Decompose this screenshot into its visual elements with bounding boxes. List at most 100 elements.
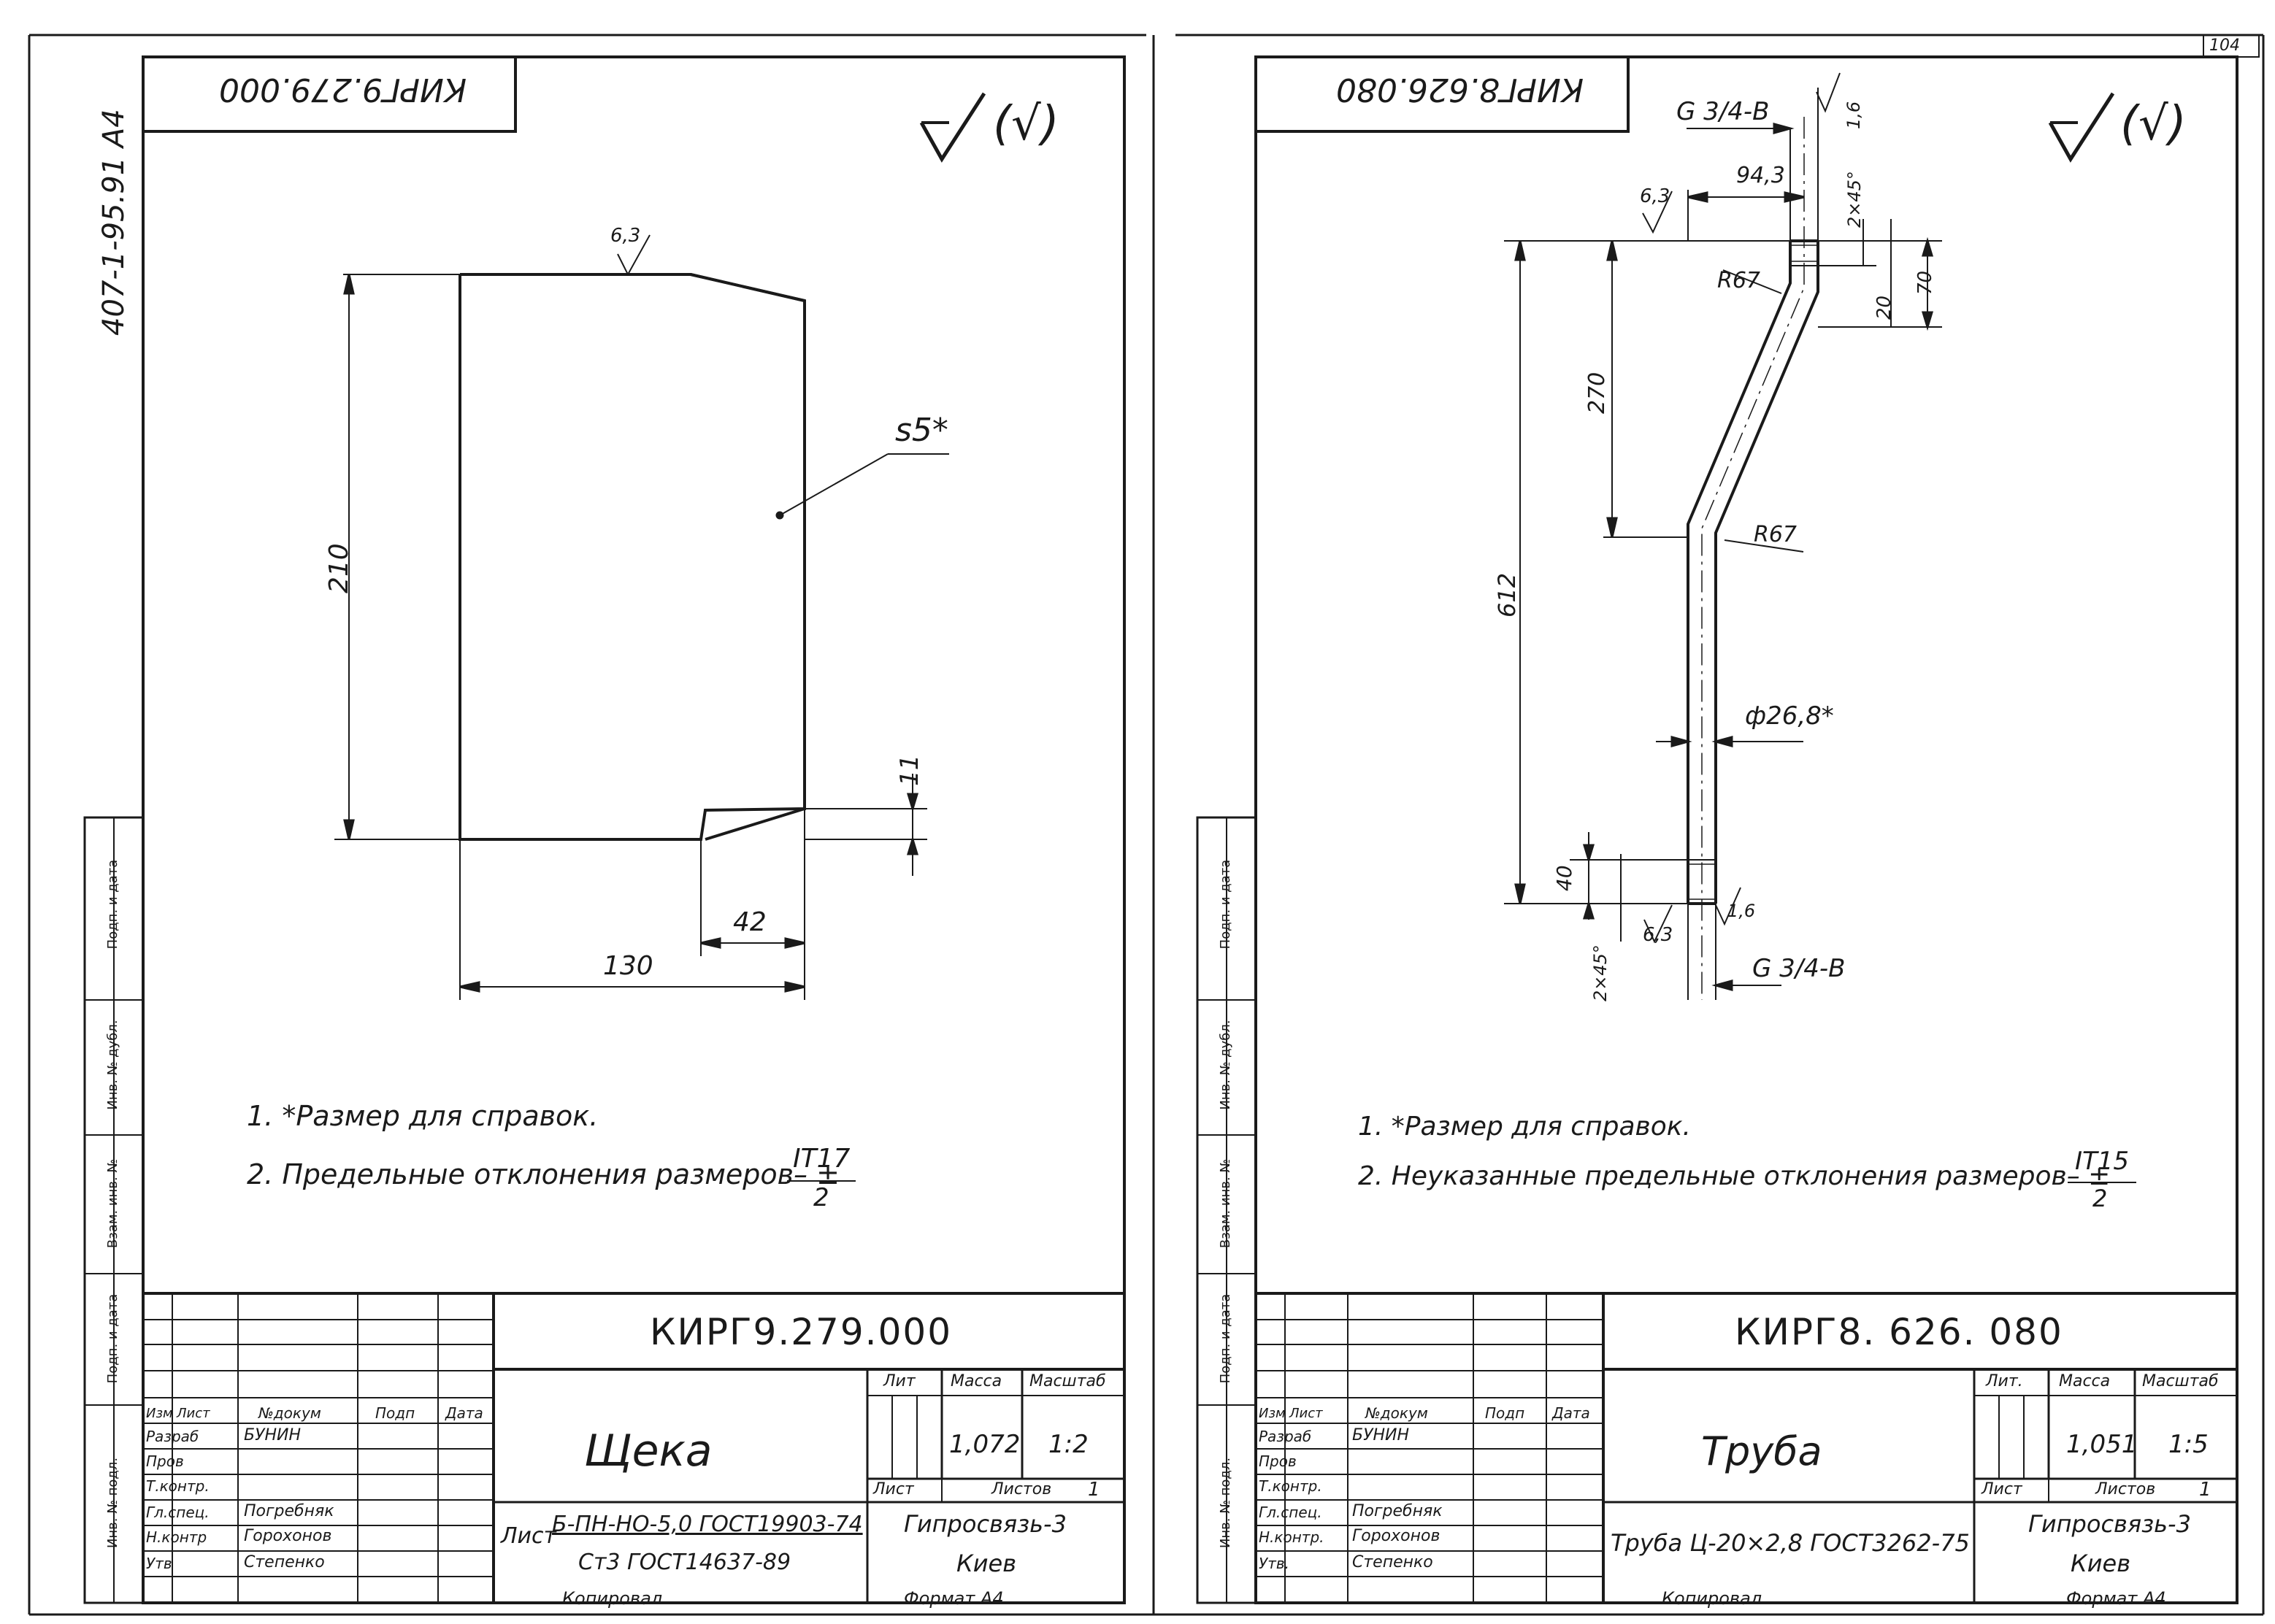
right-row-role: Пров (1259, 1452, 1297, 1470)
right-thread-top: G 3/4-В (1676, 97, 1770, 126)
right-note-1: 1. *Размер для справок. (1358, 1112, 1691, 1142)
right-scale-header: Масштаб (2142, 1372, 2219, 1390)
left-row-role: Гл.спец. (146, 1504, 210, 1521)
right-hdr-sign: Подп (1485, 1404, 1525, 1422)
right-dim-40: 40 (1552, 865, 1576, 891)
right-rough-2: 1,6 (1844, 101, 1864, 129)
left-material-prefix: Лист (501, 1523, 557, 1549)
right-row-role: Утв. (1259, 1555, 1289, 1572)
right-sidebar-label: Инв. № подл. (1218, 1457, 1233, 1549)
right-hdr-date: Дата (1552, 1404, 1590, 1422)
left-dim-cut-height: 11 (895, 754, 924, 786)
right-org: Гипросвязь-3 (2028, 1510, 2191, 1538)
right-chamfer-bottom: 2×45° (1590, 944, 1611, 1001)
right-code-top: КИРГ8.626.080 (1336, 71, 1584, 108)
left-row-name: Степенко (244, 1553, 325, 1571)
left-scale-value: 1:2 (1048, 1430, 1089, 1459)
right-row-role: Разраб (1259, 1428, 1312, 1445)
right-mass-header: Масса (2059, 1372, 2111, 1390)
right-tolerance-num: IT15 (2075, 1147, 2130, 1176)
right-sidebar-label: Подп. и дата (1218, 1293, 1233, 1384)
left-format: Формат А4 (904, 1588, 1004, 1609)
left-sidebar-label: Инв. № подл. (105, 1457, 120, 1549)
left-hdr-list: Лист (177, 1406, 210, 1421)
right-radius-2: R67 (1754, 522, 1798, 547)
left-dim-width: 130 (603, 951, 653, 981)
left-row-role: Утв (146, 1555, 172, 1572)
right-rough-3: 6,3 (1643, 924, 1673, 946)
right-row-name: Погребняк (1352, 1502, 1443, 1520)
right-format: Формат А4 (2066, 1588, 2166, 1609)
left-note-1: 1. *Размер для справок. (247, 1100, 599, 1132)
left-material-line1: Б-ПН-НО-5,0 ГОСТ19903-74 (552, 1512, 863, 1537)
left-dim-thickness: s5* (895, 412, 948, 449)
right-lit-header: Лит. (1986, 1372, 2023, 1390)
left-row-role: Пров (146, 1452, 184, 1470)
left-code-top: КИРГ9.279.000 (219, 71, 467, 108)
right-sheets-count: 1 (2199, 1479, 2211, 1501)
left-dim-cut-width: 42 (733, 907, 767, 937)
right-dim-20: 20 (1873, 295, 1895, 320)
left-sidebar-label: Взам. инв. № (105, 1158, 120, 1249)
right-dim-70: 70 (1914, 270, 1936, 295)
left-hdr-sign: Подп (375, 1404, 415, 1422)
right-sidebar-label: Инв. № дубл. (1218, 1020, 1233, 1110)
left-mass-header: Масса (951, 1372, 1002, 1390)
right-row-role: Т.контр. (1259, 1477, 1322, 1495)
left-mass-value: 1,072 (949, 1430, 1021, 1459)
left-sheets-count: 1 (1088, 1479, 1100, 1501)
right-row-role: Гл.спец. (1259, 1504, 1322, 1521)
right-row-name: БУНИН (1352, 1426, 1410, 1444)
right-rough-4: 1,6 (1727, 901, 1756, 921)
left-hdr-izm: Изм (146, 1406, 173, 1421)
right-hdr-doc: №докум (1365, 1404, 1428, 1422)
page-number: 104 (2209, 36, 2240, 55)
left-row-role: Разраб (146, 1428, 199, 1445)
right-row-role: Н.контр. (1259, 1528, 1324, 1546)
right-part-name: Труба (1701, 1428, 1822, 1474)
left-row-name: БУНИН (244, 1426, 302, 1444)
left-part-name: Щека (584, 1425, 713, 1477)
right-scale-value: 1:5 (2168, 1430, 2209, 1459)
right-copied: Копировал (1662, 1588, 1762, 1609)
right-chamfer-top: 2×45° (1844, 171, 1865, 228)
left-sheet-label: Лист (873, 1480, 914, 1498)
left-code: КИРГ9.279.000 (650, 1311, 953, 1353)
right-dim-diameter: ф26,8* (1745, 701, 1834, 731)
right-tolerance-den: 2 (2092, 1185, 2108, 1212)
left-row-role: Т.контр. (146, 1477, 210, 1495)
right-material-line1: Труба Ц-20×2,8 ГОСТ3262-75 (1611, 1529, 1970, 1557)
left-lit-header: Лит (883, 1372, 916, 1390)
left-roughness-general: (√) (993, 97, 1059, 151)
right-city: Киев (2071, 1550, 2131, 1577)
left-org: Гипросвязь-3 (904, 1510, 1067, 1538)
left-material-line2: Ст3 ГОСТ14637-89 (578, 1550, 791, 1575)
right-mass-value: 1,051 (2066, 1430, 2138, 1459)
left-note-2: 2. Предельные отклонения размеров– ± (247, 1158, 840, 1190)
left-hdr-doc: №докум (258, 1404, 321, 1422)
right-thread-bottom: G 3/4-В (1752, 954, 1846, 983)
right-radius-1: R67 (1717, 268, 1761, 293)
left-dim-rough-top: 6,3 (610, 225, 641, 247)
right-note-2: 2. Неуказанные предельные отклонения раз… (1358, 1161, 2111, 1191)
right-row-name: Степенко (1352, 1553, 1433, 1571)
right-sidebar-label: Подп. и дата (1218, 859, 1233, 950)
left-sidebar-label: Подп. и дата (105, 859, 120, 950)
right-dim-612: 612 (1493, 572, 1521, 617)
left-sidebar-label: Инв. № дубл. (105, 1020, 120, 1110)
left-hdr-date: Дата (445, 1404, 483, 1422)
left-dim-height: 210 (324, 543, 354, 593)
right-row-name: Горохонов (1352, 1527, 1440, 1545)
right-hdr-izm: Изм (1259, 1406, 1286, 1421)
right-dim-270: 270 (1584, 372, 1610, 414)
right-hdr-list: Лист (1289, 1406, 1323, 1421)
left-row-name: Горохонов (244, 1527, 332, 1545)
left-sidebar-label: Подп. и дата (105, 1293, 120, 1384)
left-scale-header: Масштаб (1029, 1372, 1106, 1390)
right-dim-offset: 94,3 (1736, 163, 1785, 188)
left-copied: Копировал (562, 1588, 663, 1609)
right-roughness-general: (√) (2120, 97, 2187, 151)
left-row-name: Погребняк (244, 1502, 334, 1520)
left-tolerance-num: IT17 (793, 1144, 851, 1174)
